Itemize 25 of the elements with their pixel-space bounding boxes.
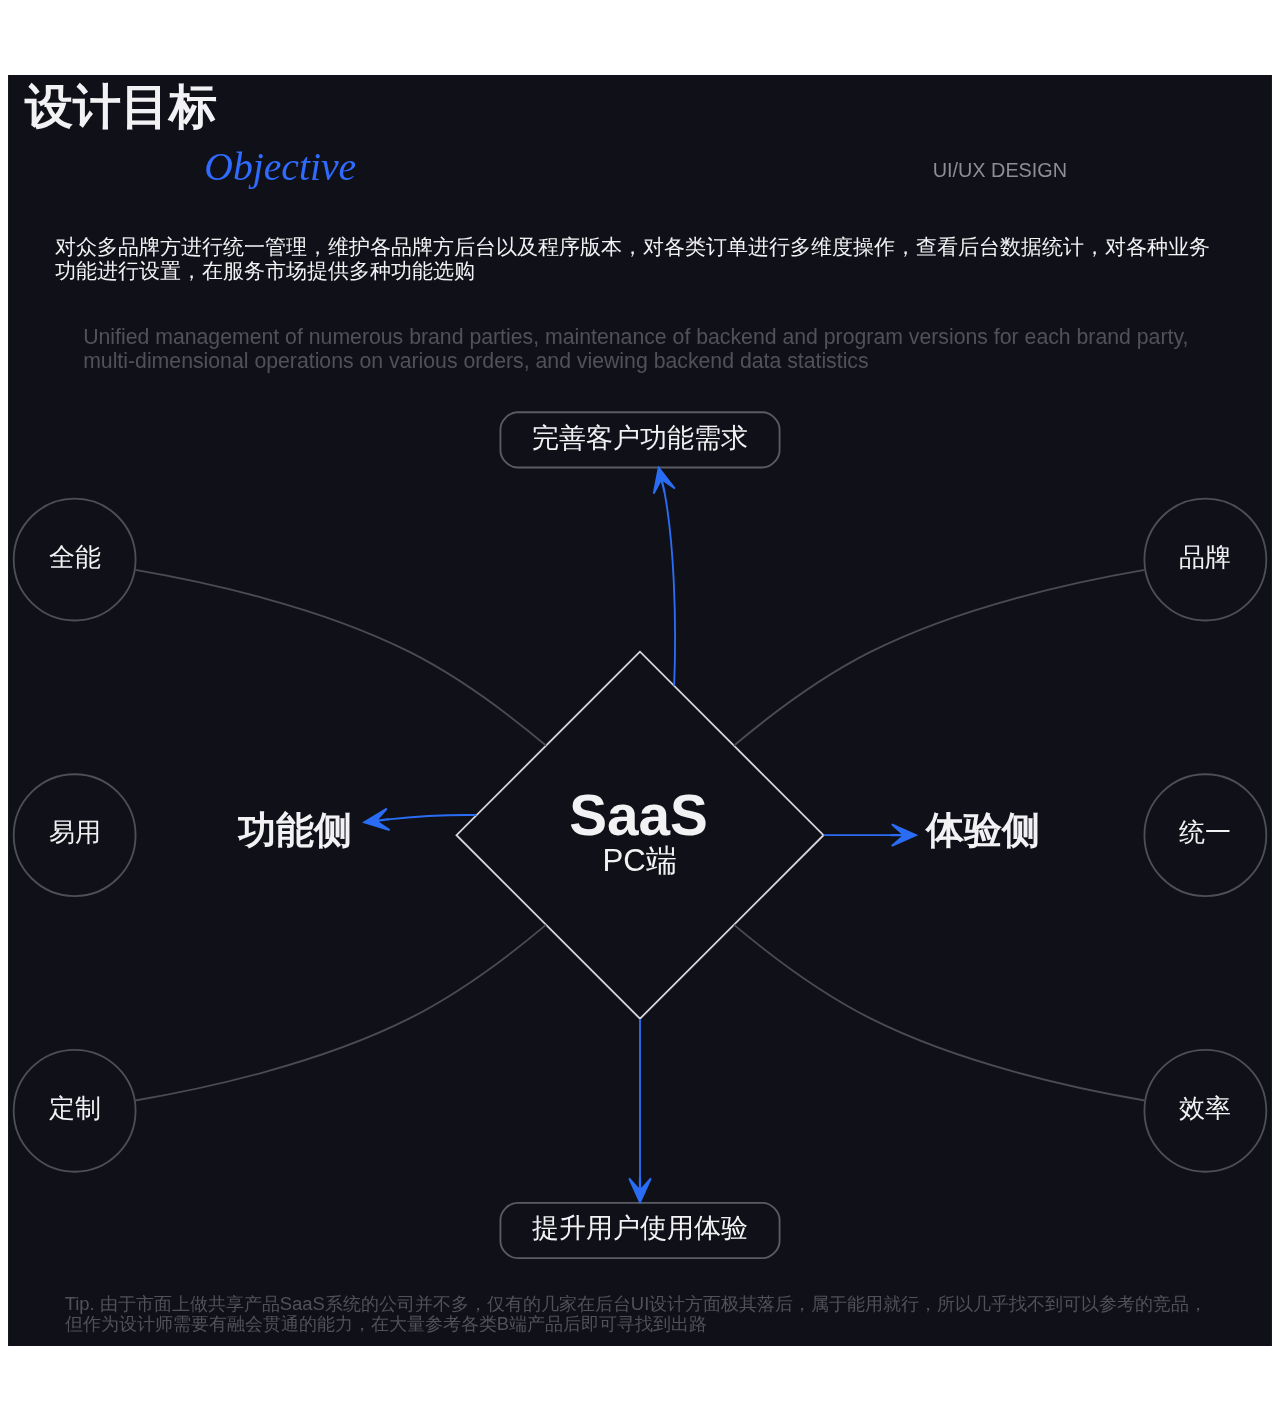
node-circle: 易用 xyxy=(12,773,137,898)
label: 对众多品牌方进行统一管理，维护各品牌方后台以及程序版本，对各类订单进行多维度操作，查看后台数据统计，对各种业务功能进行设置，在服务市场提供多种功能选购 xyxy=(54,234,1210,283)
connector xyxy=(134,924,547,1102)
node-box: 完善客户功能需求 xyxy=(499,411,781,469)
arrow xyxy=(652,466,676,687)
connector xyxy=(733,569,1146,747)
label: UI/UX DESIGN xyxy=(932,159,1068,182)
arrow xyxy=(363,807,478,831)
node-circle: 效率 xyxy=(1143,1048,1268,1173)
node-box: 提升用户使用体验 xyxy=(499,1201,781,1260)
label: Objective xyxy=(204,145,357,190)
node-circle: 统一 xyxy=(1143,773,1268,898)
node-circle: 品牌 xyxy=(1143,497,1268,622)
arrow xyxy=(822,823,917,847)
node-text: 功能侧 xyxy=(237,808,352,852)
node-circle: 全能 xyxy=(12,497,137,622)
connector xyxy=(733,924,1146,1102)
diagram-title: 设计目标 xyxy=(25,79,218,134)
node-diamond: SaaS PC端 xyxy=(455,650,825,1020)
node-text: 体验侧 xyxy=(926,808,1041,852)
connector xyxy=(134,569,547,747)
label: Unified management of numerous brand parties, maintenance of backend and program versions for each brand party, multi-dimensional operations on various orders, and viewing backend data statistics xyxy=(83,325,1189,374)
label: Tip. 由于市面上做共享产品SaaS系统的公司并不多，仅有的几家在后台UI设计方面极其落后，属于能用就行，所以几乎找不到可以参考的竞品，但作为设计师需要有融会贯通的能力，在大量参考各类B端产品后即可寻找到出路 xyxy=(64,1292,1208,1334)
arrow xyxy=(628,1018,652,1204)
node-circle: 定制 xyxy=(12,1048,137,1173)
